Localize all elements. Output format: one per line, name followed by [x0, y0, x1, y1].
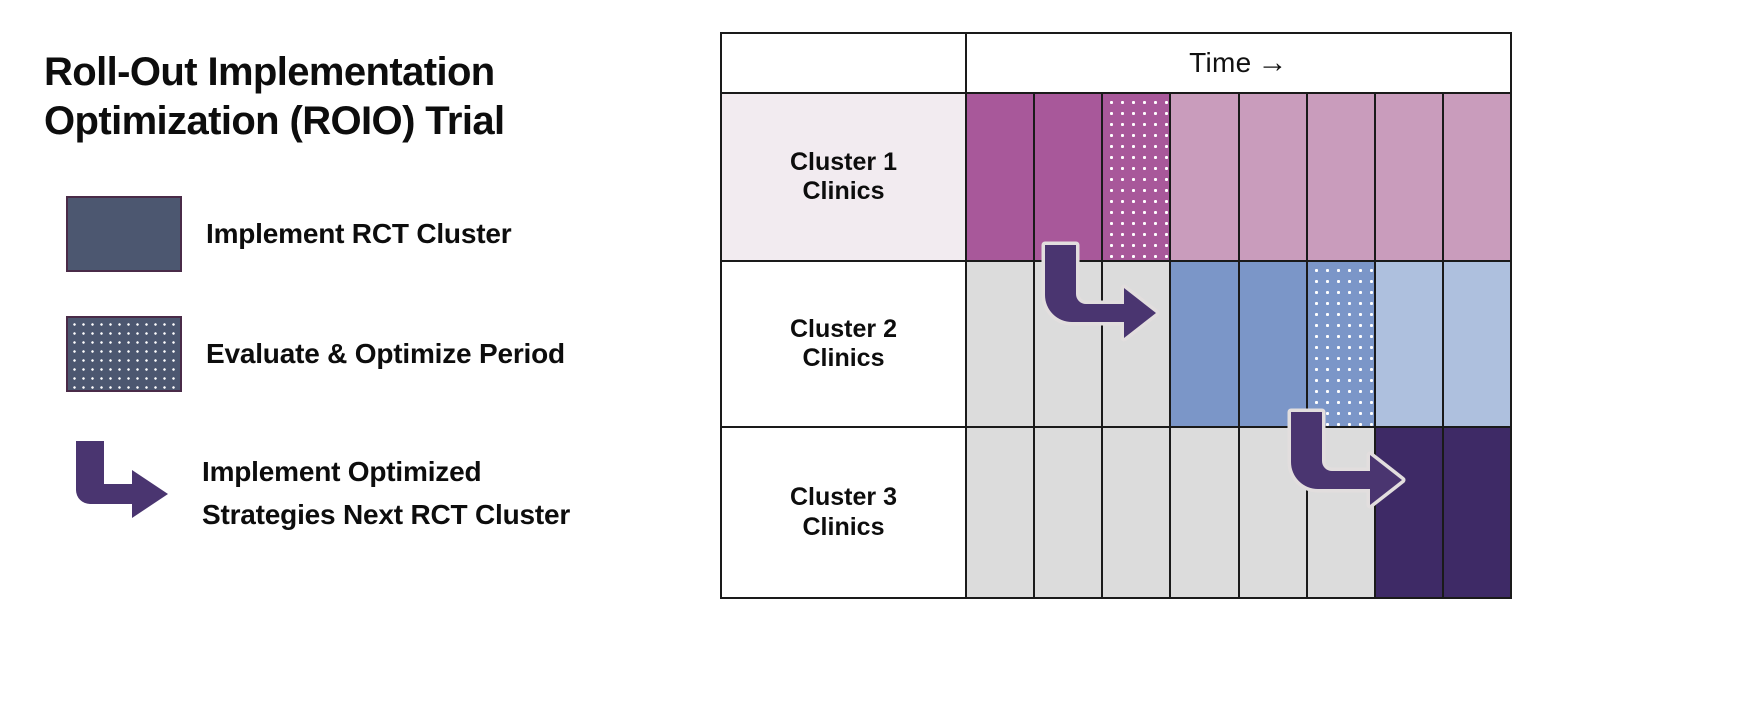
row-label-line-1: Cluster 1 — [790, 147, 897, 176]
legend-panel: Roll-Out Implementation Optimization (RO… — [44, 48, 704, 668]
period-cell — [1441, 92, 1513, 262]
page-title: Roll-Out Implementation Optimization (RO… — [44, 48, 644, 146]
schedule-grid: Time→ Cluster 1 Clinics Cluster — [720, 32, 1513, 599]
period-cell — [1237, 260, 1308, 428]
row-label-line-1: Cluster 3 — [790, 483, 897, 511]
period-cell — [1237, 426, 1308, 599]
row-label-line-2: Clinics — [802, 177, 885, 205]
period-cell — [964, 426, 1036, 599]
period-cell — [1169, 92, 1240, 262]
legend-item-implement-rct: Implement RCT Cluster — [44, 196, 704, 272]
period-cell — [964, 92, 1036, 262]
legend-item-label: Evaluate & Optimize Period — [206, 338, 565, 370]
legend-item-label: Implement RCT Cluster — [206, 218, 512, 250]
legend-label-line-1: Implement Optimized — [202, 456, 482, 487]
legend-label-line-2: Strategies Next RCT Cluster — [202, 499, 571, 531]
solid-square-swatch-icon — [66, 196, 182, 272]
legend-item-evaluate-optimize: Evaluate & Optimize Period — [44, 316, 704, 392]
row-label-cluster-1: Cluster 1 Clinics — [720, 92, 967, 262]
period-cell — [1101, 92, 1172, 262]
period-cell — [1033, 426, 1104, 599]
time-arrow-icon: → — [1257, 46, 1288, 79]
row-label-cluster-3: Cluster 3 Clinics — [720, 426, 967, 599]
period-cell — [1101, 426, 1172, 599]
dotted-square-swatch-icon — [66, 316, 182, 392]
title-line-1: Roll-Out Implementation — [44, 50, 495, 94]
period-cell — [1441, 260, 1513, 428]
row-label-cluster-2: Cluster 2 Clinics — [720, 260, 967, 428]
period-cell — [1373, 92, 1444, 262]
time-label: Time — [1189, 47, 1252, 78]
legend-item-label: Implement Optimized Strategies Next RCT … — [202, 450, 570, 537]
title-line-2: Optimization (ROIO) Trial — [44, 98, 505, 143]
table-row: Cluster 1 Clinics — [720, 92, 1513, 262]
period-cell — [1373, 426, 1444, 599]
period-cell — [1373, 260, 1444, 428]
row-label-line-2: Clinics — [802, 344, 885, 372]
period-cell — [1305, 260, 1376, 428]
period-cell — [1441, 426, 1513, 599]
period-cell — [1101, 260, 1172, 428]
period-cell — [1237, 92, 1308, 262]
period-cell — [1033, 92, 1104, 262]
row-label-line-1: Cluster 2 — [790, 314, 897, 343]
period-cell — [1033, 260, 1104, 428]
table-row: Cluster 2 Clinics — [720, 260, 1513, 428]
elbow-arrow-icon — [66, 436, 178, 522]
period-cell — [1169, 260, 1240, 428]
period-cell — [1305, 426, 1376, 599]
table-row: Cluster 3 Clinics — [720, 426, 1513, 599]
row-label-line-2: Clinics — [802, 512, 885, 541]
legend-list: Implement RCT Cluster Evaluate & Optimiz… — [44, 196, 704, 581]
corner-cell — [720, 32, 967, 94]
legend-item-implement-optimized: Implement Optimized Strategies Next RCT … — [44, 436, 704, 537]
period-cell — [1305, 92, 1376, 262]
period-cell — [964, 260, 1036, 428]
period-cell — [1169, 426, 1240, 599]
stepped-wedge-table: Time→ Cluster 1 Clinics Cluster — [720, 32, 1513, 599]
table-header-row: Time→ — [720, 32, 1512, 94]
time-axis-header: Time→ — [965, 32, 1512, 94]
